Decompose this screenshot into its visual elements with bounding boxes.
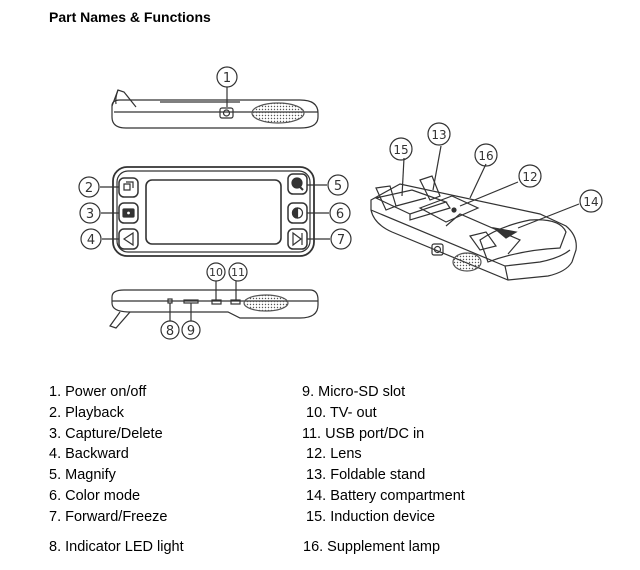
callout-10-label: 10 (209, 266, 223, 279)
rear-view (370, 145, 580, 281)
list-item: 2. Playback (49, 404, 124, 421)
callout-15-label: 15 (393, 143, 408, 157)
backward-icon (122, 231, 134, 247)
list-item: 4. Backward (49, 446, 129, 463)
callout-13-label: 13 (431, 128, 446, 142)
page-title: Part Names & Functions (49, 9, 211, 25)
list-item: 9. Micro-SD slot (302, 384, 406, 400)
camera-icon (122, 208, 135, 218)
callout-1-label: 1 (223, 71, 231, 86)
callout-14: 14 (579, 189, 603, 213)
front-view (100, 166, 330, 257)
callout-9-label: 9 (187, 324, 195, 339)
callout-5: 5 (327, 174, 349, 196)
list-item: 12. Lens (302, 446, 362, 463)
magnify-icon (291, 177, 304, 191)
list-item: 3. Capture/Delete (49, 425, 163, 442)
callout-9: 9 (181, 320, 201, 340)
list-item: 5. Magnify (49, 467, 116, 484)
list-item: 10. TV- out (302, 404, 377, 421)
color-mode-icon (291, 207, 304, 219)
callout-7-label: 7 (337, 233, 345, 248)
list-item: 14. Battery compartment (302, 487, 465, 504)
parts-list-right: 9. Micro-SD slot 10. TV- out 11. USB por… (302, 382, 465, 528)
callout-16: 16 (474, 143, 498, 167)
callout-11: 11 (228, 262, 248, 282)
list-item-led: 8. Indicator LED light (49, 539, 184, 555)
list-item: 15. Induction device (302, 508, 436, 525)
callout-7: 7 (330, 228, 352, 250)
callout-12: 12 (518, 164, 542, 188)
callout-13: 13 (427, 122, 451, 146)
list-item: 11. USB port/DC in (302, 425, 425, 442)
list-item-lamp: 16. Supplement lamp (303, 539, 441, 555)
list-item: 13. Foldable stand (302, 467, 426, 484)
list-item: 7. Forward/Freeze (49, 508, 168, 525)
callout-11-label: 11 (231, 266, 245, 279)
forward-icon (292, 231, 303, 247)
list-item: 6. Color mode (49, 487, 141, 504)
callout-6-label: 6 (336, 207, 344, 222)
callout-16-label: 16 (478, 149, 493, 163)
top-view (111, 87, 319, 129)
callout-4: 4 (80, 228, 102, 250)
callout-5-label: 5 (334, 179, 342, 194)
callout-1: 1 (216, 66, 238, 88)
bottom-view (109, 281, 319, 329)
callout-3-label: 3 (86, 207, 94, 222)
playback-icon (123, 181, 134, 191)
callout-6: 6 (329, 202, 351, 224)
callout-15: 15 (389, 137, 413, 161)
callout-8-label: 8 (166, 324, 174, 339)
list-item: 1. Power on/off (49, 384, 147, 400)
device-diagram (100, 87, 580, 329)
callout-14-label: 14 (583, 195, 598, 209)
callout-10: 10 (206, 262, 226, 282)
parts-list-left: 1. Power on/off 2. Playback 3. Capture/D… (49, 382, 167, 528)
callout-2-label: 2 (85, 181, 93, 196)
callout-2: 2 (78, 176, 100, 198)
callout-8: 8 (160, 320, 180, 340)
callouts: 1 2 3 4 5 6 7 8 9 10 11 12 13 14 15 16 (78, 66, 603, 340)
callout-4-label: 4 (87, 233, 95, 248)
callout-12-label: 12 (522, 170, 537, 184)
callout-3: 3 (79, 202, 101, 224)
